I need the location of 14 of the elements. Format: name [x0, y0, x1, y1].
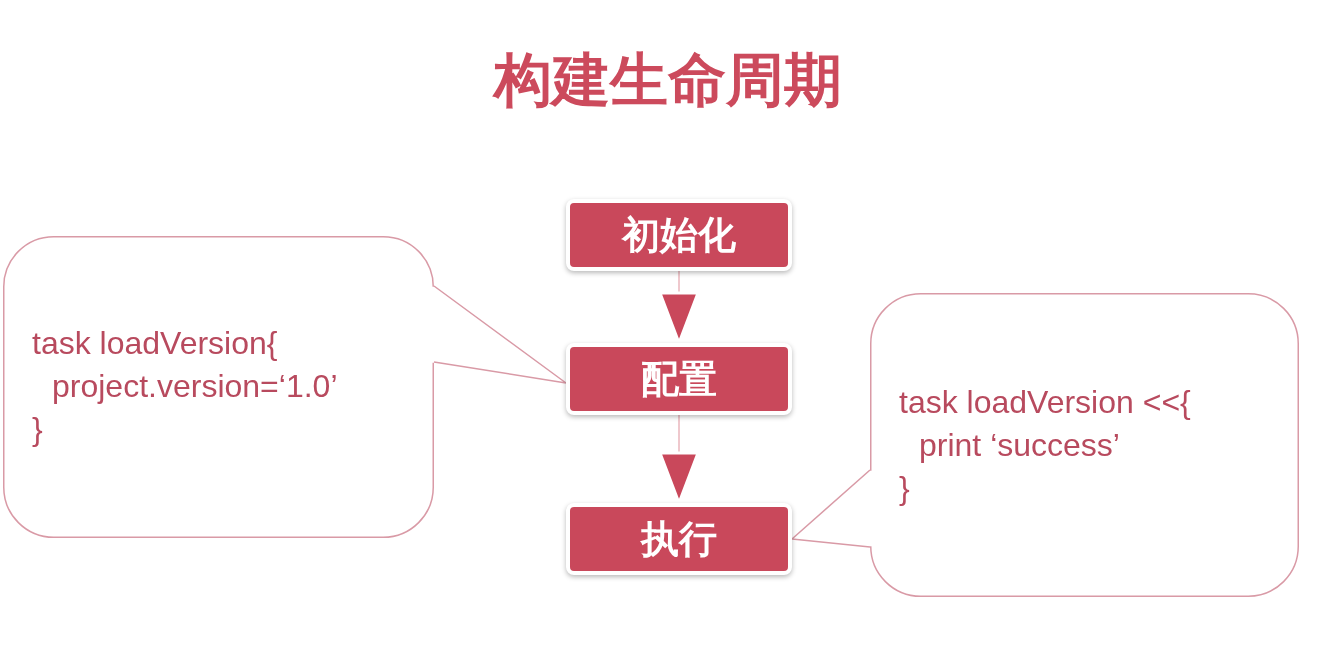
code-line: print ‘success’ [919, 426, 1120, 465]
diagram-title: 构建生命周期 [494, 45, 842, 116]
speech-bubble [3, 236, 434, 538]
callout-pointer [433, 285, 567, 384]
step-label: 初始化 [622, 213, 736, 257]
code-line: } [32, 410, 43, 449]
callout-pointer [791, 469, 871, 548]
step-label: 配置 [641, 357, 717, 401]
code-line: task loadVersion <<{ [899, 383, 1191, 422]
code-line: } [899, 469, 910, 508]
code-line: project.version=‘1.0’ [52, 367, 338, 406]
speech-bubble [870, 293, 1299, 597]
step-label: 执行 [641, 517, 717, 561]
code-line: task loadVersion{ [32, 324, 278, 363]
